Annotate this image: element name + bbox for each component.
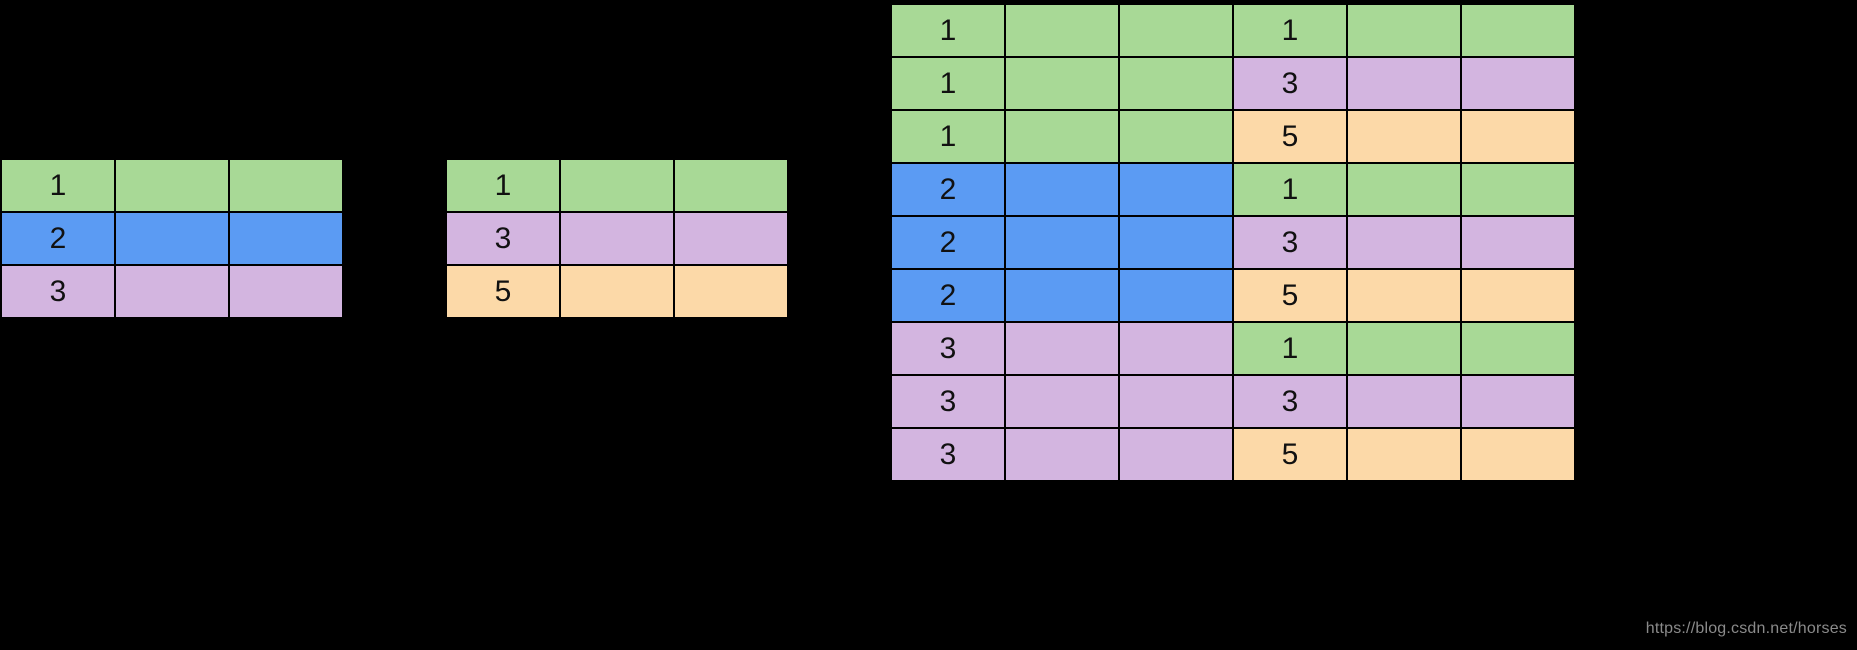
filler-cell	[1118, 321, 1234, 376]
filler-cell	[1346, 162, 1462, 217]
value-cell: 5	[445, 264, 561, 319]
value-cell: 3	[1232, 215, 1348, 270]
filler-cell	[1346, 3, 1462, 58]
value-cell: 3	[1232, 374, 1348, 429]
filler-cell	[1460, 374, 1576, 429]
filler-cell	[1460, 321, 1576, 376]
filler-cell	[1460, 162, 1576, 217]
filler-cell	[228, 211, 344, 266]
filler-cell	[1460, 3, 1576, 58]
filler-cell	[1004, 321, 1120, 376]
filler-cell	[1118, 109, 1234, 164]
value-cell: 5	[1232, 268, 1348, 323]
filler-cell	[1346, 56, 1462, 111]
filler-cell	[673, 264, 789, 319]
table-row: 3	[0, 264, 344, 319]
filler-cell	[673, 211, 789, 266]
filler-cell	[1346, 321, 1462, 376]
filler-cell	[559, 211, 675, 266]
filler-cell	[1460, 56, 1576, 111]
value-cell: 3	[0, 264, 116, 319]
value-cell: 1	[1232, 3, 1348, 58]
value-cell: 1	[1232, 321, 1348, 376]
value-cell: 2	[0, 211, 116, 266]
filler-cell	[1004, 427, 1120, 482]
table-row: 1	[445, 158, 789, 213]
table-row: 2	[0, 211, 344, 266]
filler-cell	[1118, 427, 1234, 482]
filler-cell	[1004, 3, 1120, 58]
filler-cell	[559, 158, 675, 213]
filler-cell	[1004, 374, 1120, 429]
value-cell: 2	[890, 268, 1006, 323]
filler-cell	[1346, 215, 1462, 270]
filler-cell	[1460, 215, 1576, 270]
filler-cell	[1004, 56, 1120, 111]
value-cell: 2	[890, 215, 1006, 270]
filler-cell	[114, 158, 230, 213]
value-cell: 1	[445, 158, 561, 213]
table-row: 5	[445, 264, 789, 319]
value-cell: 1	[890, 3, 1006, 58]
value-cell: 1	[0, 158, 116, 213]
filler-cell	[1004, 109, 1120, 164]
filler-cell	[1346, 374, 1462, 429]
filler-cell	[114, 264, 230, 319]
value-cell: 5	[1232, 109, 1348, 164]
filler-cell	[1346, 427, 1462, 482]
filler-cell	[673, 158, 789, 213]
filler-cell	[1460, 268, 1576, 323]
filler-cell	[1004, 162, 1120, 217]
value-cell: 5	[1232, 427, 1348, 482]
filler-cell	[114, 211, 230, 266]
filler-cell	[1460, 427, 1576, 482]
filler-cell	[1346, 109, 1462, 164]
filler-cell	[1004, 268, 1120, 323]
value-cell: 3	[890, 427, 1006, 482]
filler-cell	[1118, 268, 1234, 323]
filler-cell	[1118, 3, 1234, 58]
filler-cell	[228, 264, 344, 319]
watermark-url: https://blog.csdn.net/horses	[1645, 620, 1847, 637]
filler-cell	[1118, 56, 1234, 111]
value-cell: 1	[890, 109, 1006, 164]
filler-cell	[1118, 162, 1234, 217]
value-cell: 3	[890, 321, 1006, 376]
table-row: 1	[0, 158, 344, 213]
value-cell: 1	[1232, 162, 1348, 217]
value-cell: 3	[445, 211, 561, 266]
value-cell: 3	[1232, 56, 1348, 111]
filler-cell	[1004, 215, 1120, 270]
filler-cell	[559, 264, 675, 319]
filler-cell	[1118, 215, 1234, 270]
filler-cell	[1460, 109, 1576, 164]
table-row: 3	[445, 211, 789, 266]
value-cell: 2	[890, 162, 1006, 217]
value-cell: 1	[890, 56, 1006, 111]
filler-cell	[1118, 374, 1234, 429]
filler-cell	[228, 158, 344, 213]
value-cell: 3	[890, 374, 1006, 429]
filler-cell	[1346, 268, 1462, 323]
